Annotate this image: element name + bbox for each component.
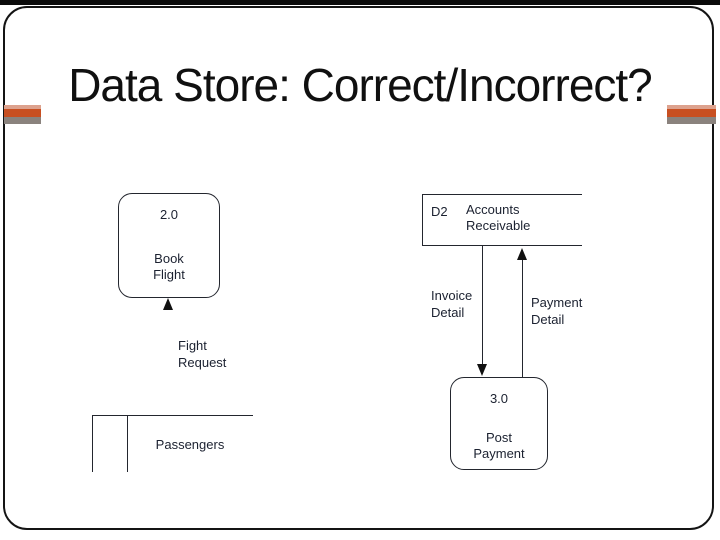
flow-label-line1: Payment — [531, 295, 583, 310]
process-label-line1: Post — [485, 430, 512, 445]
flow-invoice-line — [482, 246, 483, 366]
arrowhead-down-icon — [477, 364, 487, 376]
datastore-accounts-id: D2 — [431, 204, 448, 219]
datastore-accounts-left-line — [422, 194, 423, 245]
accent-strip-salmon — [667, 105, 716, 109]
title-accent-bar-right — [667, 105, 716, 124]
accent-strip-gray — [4, 117, 41, 124]
datastore-accounts-top-line — [422, 194, 582, 195]
datastore-accounts-bottom-line — [422, 245, 582, 246]
flow-label-payment-detail: Payment Detail — [531, 294, 582, 328]
datastore-accounts-label: Accounts Receivable — [466, 202, 530, 234]
process-label-line2: Payment — [473, 446, 525, 461]
process-label: Book Flight — [119, 251, 219, 283]
flow-label-invoice-detail: Invoice Detail — [431, 287, 472, 321]
accent-strip-orange — [4, 109, 41, 117]
flow-label-fight-request: Fight Request — [178, 337, 226, 371]
datastore-passengers-label: Passengers — [155, 437, 225, 452]
datastore-accounts-label-line2: Receivable — [466, 218, 531, 233]
flow-label-line1: Invoice — [431, 288, 473, 303]
process-box-post-payment: 3.0 Post Payment — [450, 377, 548, 470]
flow-label-line2: Detail — [431, 305, 465, 320]
accent-strip-orange — [667, 109, 716, 117]
top-edge-bar — [0, 0, 720, 5]
process-number: 2.0 — [159, 207, 179, 222]
arrowhead-up-icon — [517, 248, 527, 260]
slide-title: Data Store: Correct/Incorrect? — [68, 59, 653, 111]
flow-label-line2: Detail — [531, 312, 565, 327]
process-label-line1: Book — [154, 251, 184, 266]
flow-label-line2: Request — [178, 355, 227, 370]
slide-border — [3, 6, 714, 530]
datastore-passengers-left-line — [92, 415, 93, 472]
datastore-passengers-divider-line — [127, 415, 128, 472]
title-accent-bar-left — [4, 105, 41, 124]
arrowhead-up-icon — [163, 298, 173, 310]
process-number: 3.0 — [489, 391, 509, 406]
accent-strip-salmon — [4, 105, 41, 109]
accent-strip-gray — [667, 117, 716, 124]
process-box-book-flight: 2.0 Book Flight — [118, 193, 220, 298]
datastore-accounts-label-line1: Accounts — [466, 202, 520, 217]
datastore-passengers-top-line — [92, 415, 253, 416]
process-label: Post Payment — [451, 430, 547, 462]
process-label-line2: Flight — [153, 267, 185, 282]
flow-label-line1: Fight — [178, 338, 207, 353]
flow-payment-line — [522, 258, 523, 377]
